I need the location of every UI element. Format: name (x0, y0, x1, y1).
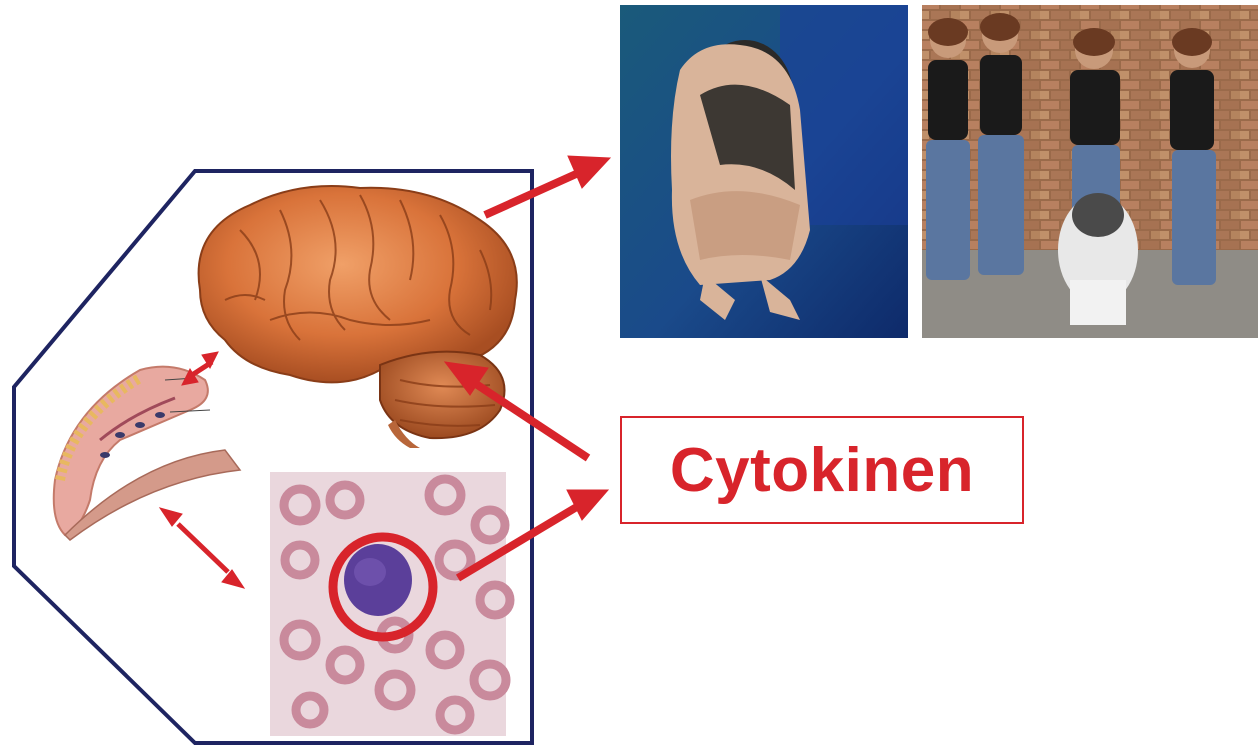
cytokinen-label: Cytokinen (670, 435, 974, 506)
cytokinen-label-box: Cytokinen (620, 416, 1024, 524)
thymus-gland-icon (54, 367, 240, 540)
arrow-brain-to-photo (485, 170, 585, 215)
bullying-scene-photo (922, 5, 1258, 338)
crouching-woman-photo (620, 5, 908, 338)
brain-icon (199, 186, 517, 448)
double-arrow-gland-blood (178, 524, 228, 572)
blood-smear-icon (270, 472, 510, 736)
